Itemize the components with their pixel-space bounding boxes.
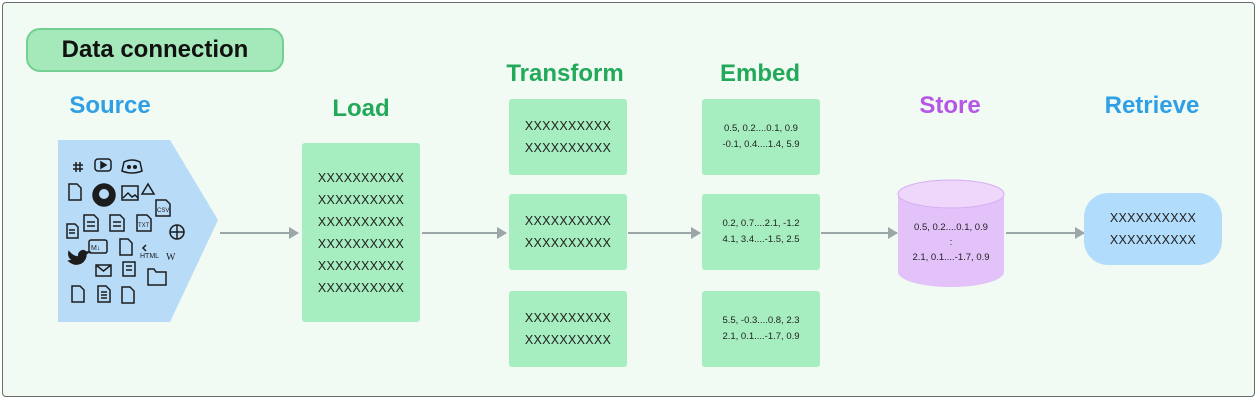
stage-title-load: Load — [332, 95, 390, 122]
store-database — [897, 179, 1005, 287]
store-vector-ellipsis: : — [949, 237, 953, 248]
stage-title-embed: Embed — [719, 60, 800, 87]
embed-box: 0.2, 0.7....2.1, -1.2 4.1, 3.4....-1.5, … — [702, 194, 820, 270]
google-drive-icon — [140, 182, 156, 195]
embed-vector: -0.1, 0.4....1.4, 5.9 — [722, 139, 800, 150]
arrow-transform-to-embed — [628, 227, 701, 239]
folder-icon — [147, 268, 167, 286]
retrieve-line: XXXXXXXXXX — [1109, 211, 1197, 225]
embed-box: 5.5, -0.3....0.8, 2.3 2.1, 0.1....-1.7, … — [702, 291, 820, 367]
twitter-icon — [67, 249, 92, 265]
markdown-icon: M↓ — [88, 239, 108, 254]
youtube-icon — [94, 158, 112, 172]
doc-file-icon — [109, 214, 125, 232]
image-icon — [121, 185, 139, 201]
arrow-load-to-transform — [422, 227, 507, 239]
svg-text:W: W — [166, 252, 176, 263]
load-line: XXXXXXXXXX — [317, 236, 405, 251]
load-line: XXXXXXXXXX — [317, 214, 405, 229]
slack-icon — [73, 162, 83, 172]
transform-box: XXXXXXXXXX XXXXXXXXXX — [509, 99, 627, 175]
transform-box: XXXXXXXXXX XXXXXXXXXX — [509, 291, 627, 367]
svg-text:TXT: TXT — [138, 223, 150, 229]
transform-line: XXXXXXXXXX — [524, 311, 612, 325]
embed-vector: 4.1, 3.4....-1.5, 2.5 — [722, 234, 800, 245]
web-icon — [169, 224, 185, 240]
store-vectors: 0.5, 0.2....0.1, 0.9 : 2.1, 0.1....-1.7,… — [898, 220, 1004, 265]
stage-title-store: Store — [919, 92, 981, 119]
load-line: XXXXXXXXXX — [317, 170, 405, 185]
discord-icon — [121, 159, 143, 174]
file-icon — [121, 286, 135, 304]
doc-file-icon — [66, 223, 79, 239]
stage-title-transform: Transform — [506, 60, 624, 87]
retrieve-line: XXXXXXXXXX — [1109, 233, 1197, 247]
txt-file-icon: TXT — [136, 214, 152, 232]
stage-title-source: Source — [69, 92, 151, 119]
transform-line: XXXXXXXXXX — [524, 214, 612, 228]
pdf-file-icon — [119, 238, 133, 256]
transform-box: XXXXXXXXXX XXXXXXXXXX — [509, 194, 627, 270]
file-icon — [68, 183, 82, 201]
retrieve-box: XXXXXXXXXX XXXXXXXXXX — [1084, 193, 1222, 265]
arrow-source-to-load — [220, 227, 299, 239]
csv-file-icon: CSV — [155, 199, 171, 217]
document-icon — [97, 285, 111, 303]
notion-icon — [122, 261, 136, 277]
github-icon — [92, 183, 116, 207]
store-vector-line: 2.1, 0.1....-1.7, 0.9 — [912, 252, 990, 263]
embed-box: 0.5, 0.2....0.1, 0.9 -0.1, 0.4....1.4, 5… — [702, 99, 820, 175]
wikipedia-icon: W — [166, 252, 176, 263]
svg-text:CSV: CSV — [157, 208, 169, 214]
transform-line: XXXXXXXXXX — [524, 119, 612, 133]
load-line: XXXXXXXXXX — [317, 192, 405, 207]
embed-vector: 5.5, -0.3....0.8, 2.3 — [722, 315, 800, 326]
load-line: XXXXXXXXXX — [317, 258, 405, 273]
svg-text:M↓: M↓ — [91, 245, 100, 252]
stage-title-retrieve: Retrieve — [1104, 92, 1200, 119]
section-title: Data connection — [26, 28, 284, 72]
embed-vector: 0.5, 0.2....0.1, 0.9 — [724, 123, 798, 134]
store-vector-line: 0.5, 0.2....0.1, 0.9 — [914, 222, 988, 233]
transform-line: XXXXXXXXXX — [524, 333, 612, 347]
email-icon — [95, 264, 112, 277]
html-icon: HTML — [140, 244, 159, 260]
file-icon — [71, 285, 85, 303]
transform-line: XXXXXXXXXX — [524, 141, 612, 155]
load-box: XXXXXXXXXX XXXXXXXXXX XXXXXXXXXX XXXXXXX… — [302, 143, 420, 322]
transform-line: XXXXXXXXXX — [524, 236, 612, 250]
arrow-embed-to-store — [821, 227, 898, 239]
embed-vector: 2.1, 0.1....-1.7, 0.9 — [722, 331, 800, 342]
arrow-store-to-retrieve — [1006, 227, 1085, 239]
load-line: XXXXXXXXXX — [317, 280, 405, 295]
svg-text:HTML: HTML — [140, 253, 159, 260]
epub-file-icon — [83, 214, 99, 232]
source-icons: CSV TXT M↓ HTML W — [66, 158, 185, 304]
embed-vector: 0.2, 0.7....2.1, -1.2 — [722, 218, 800, 229]
